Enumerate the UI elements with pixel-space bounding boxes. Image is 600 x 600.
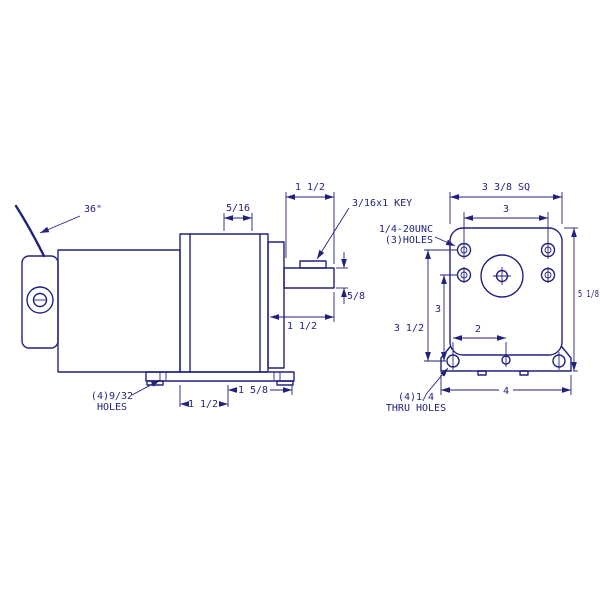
dim-base-right: 1 5/8 xyxy=(238,385,268,396)
holes-leader-line xyxy=(131,379,161,396)
shaft-bore xyxy=(480,254,524,298)
tapped-holes-label-line1: 1/4-20UNC xyxy=(379,224,433,235)
thru-holes-label-line2: THRU HOLES xyxy=(386,403,446,414)
foot-left-edge xyxy=(440,346,451,372)
gearbox-housing xyxy=(179,233,269,373)
dim-outer-hole-drop: 3 1/2 xyxy=(394,323,424,334)
dim-top-hole-spacing: 3 xyxy=(503,204,509,215)
foot-right-edge xyxy=(561,346,572,372)
dim-base-half-span: 2 xyxy=(475,324,481,335)
wire-length-label: 36" xyxy=(84,204,102,215)
side-view-dimensions: 36" 1 1/2 5/16 3/16x1 KEY 5/8 1 1/2 1 5/… xyxy=(39,182,412,413)
key-leader-line xyxy=(316,207,350,260)
dim-inner-hole-drop: 3 xyxy=(435,304,441,315)
base-foot-right xyxy=(276,380,294,386)
tapped-face-holes xyxy=(456,241,556,283)
dim-square: 3 3/8 SQ xyxy=(482,182,530,193)
shaft-key xyxy=(299,260,327,269)
motor-body xyxy=(57,249,181,373)
dim-base-left: 1 1/2 xyxy=(188,399,218,410)
terminal-boss-outer xyxy=(26,286,54,314)
end-view-dimensions: 3 3/8 SQ 3 5 1/8 3 1/2 3 2 4 1/4-20UNC xyxy=(379,182,599,414)
dim-base-hole-span: 4 xyxy=(503,386,509,397)
key-label: 3/16x1 KEY xyxy=(352,198,412,209)
dim-boss: 5/16 xyxy=(226,203,250,214)
base-holes-label-line1: (4)9/32 xyxy=(91,391,133,402)
dim-shaft-dia: 5/8 xyxy=(347,291,365,302)
dim-shaft-len: 1 1/2 xyxy=(287,321,317,332)
lead-wire xyxy=(14,204,46,258)
end-view xyxy=(440,227,572,376)
gearbox-face-outline xyxy=(449,227,563,356)
base-tab xyxy=(477,370,487,376)
base-mounting-holes xyxy=(159,372,281,381)
wire-leader-line xyxy=(39,215,81,234)
thru-holes-leader xyxy=(426,367,449,394)
dim-overall-height: 5 1/8 xyxy=(578,289,599,300)
thru-holes-label-line1: (4)1/4 xyxy=(398,392,434,403)
mounting-feet xyxy=(440,346,572,376)
tapped-holes-label-line2: (3)HOLES xyxy=(385,235,433,246)
side-view xyxy=(14,204,335,386)
output-face-plate xyxy=(267,241,285,369)
dim-shaft-top: 1 1/2 xyxy=(295,182,325,193)
output-shaft xyxy=(283,267,335,289)
base-holes-label-line2: HOLES xyxy=(97,402,127,413)
base-tab xyxy=(519,370,529,376)
mounting-base-plate xyxy=(145,371,295,382)
tapped-holes-leader xyxy=(434,236,456,247)
